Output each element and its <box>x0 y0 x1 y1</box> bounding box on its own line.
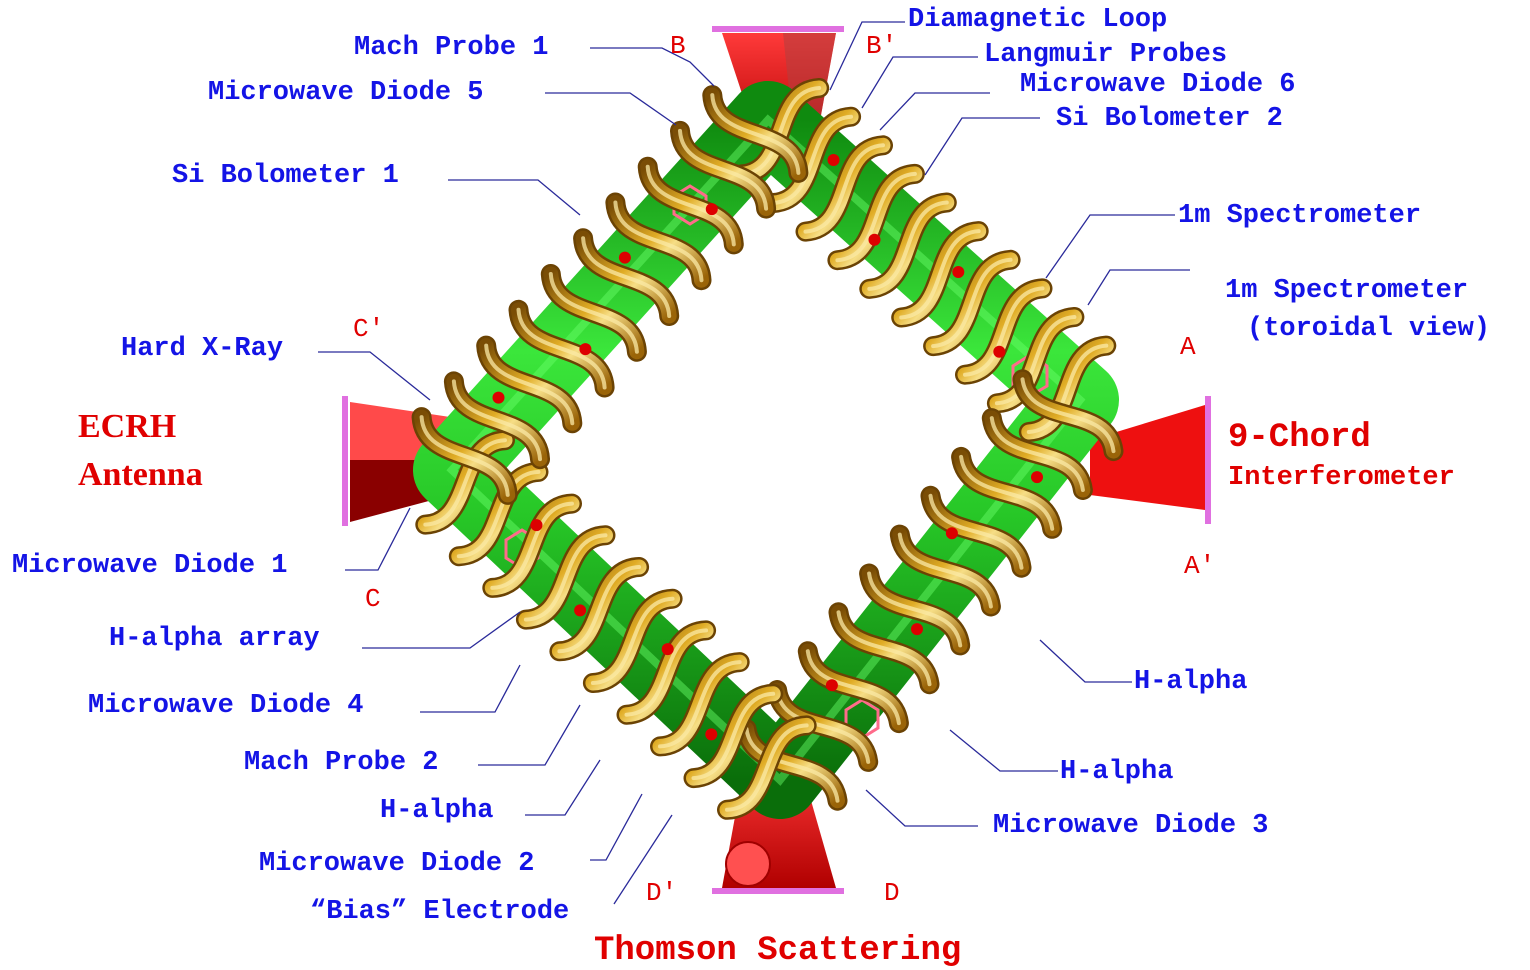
label-diamagnetic-loop: Diamagnetic Loop <box>908 7 1167 34</box>
label-microwave-diode-3: Microwave Diode 3 <box>993 813 1268 840</box>
label-h-alpha-array: H-alpha array <box>109 626 320 653</box>
label-9-chord: 9-Chord <box>1228 421 1371 455</box>
diagnostic-dot-2-1 <box>662 643 674 655</box>
label-si-bolometer-2: Si Bolometer 2 <box>1056 106 1283 133</box>
mark-d-prime: D′ <box>646 880 677 906</box>
label-ecrh: ECRH <box>78 410 176 444</box>
mark-b-prime: B′ <box>866 33 897 59</box>
diagnostic-dot-0-2 <box>952 266 964 278</box>
mark-d: D <box>884 880 900 906</box>
diagnostic-dot-1-2 <box>911 623 923 635</box>
label-microwave-diode-5: Microwave Diode 5 <box>208 80 483 107</box>
label-h-alpha-right-1: H-alpha <box>1134 669 1247 696</box>
diagnostic-dot-1-0 <box>1031 471 1043 483</box>
label-h-alpha-left: H-alpha <box>380 798 493 825</box>
label-bias-electrode: “Bias” Electrode <box>310 899 569 926</box>
diagnostic-dot-1-1 <box>946 527 958 539</box>
diagnostic-dot-2-3 <box>531 519 543 531</box>
label-microwave-diode-2: Microwave Diode 2 <box>259 851 534 878</box>
label-hard-xray: Hard X-Ray <box>121 336 283 363</box>
label-antenna: Antenna <box>78 458 203 492</box>
label-mach-probe-2: Mach Probe 2 <box>244 750 438 777</box>
label-si-bolometer-1: Si Bolometer 1 <box>172 163 399 190</box>
label-microwave-diode-6: Microwave Diode 6 <box>1020 72 1295 99</box>
diagnostic-dot-0-0 <box>828 154 840 166</box>
label-thomson-scattering: Thomson Scattering <box>594 934 961 968</box>
diagnostic-dot-2-0 <box>705 728 717 740</box>
mark-c-prime: C′ <box>353 316 384 342</box>
mark-a: A <box>1180 334 1196 360</box>
diagnostic-dot-0-3 <box>993 346 1005 358</box>
diagnostic-dot-3-0 <box>493 392 505 404</box>
label-toroidal-view: (toroidal view) <box>1247 316 1490 343</box>
label-interferometer: Interferometer <box>1228 465 1455 492</box>
diagnostic-dot-1-3 <box>826 679 838 691</box>
label-1m-spectrometer-toroidal: 1m Spectrometer <box>1225 278 1468 305</box>
mark-b: B <box>670 33 686 59</box>
mark-c: C <box>365 586 381 612</box>
label-mach-probe-1: Mach Probe 1 <box>354 35 548 62</box>
diagnostic-dot-3-3 <box>706 203 718 215</box>
mark-a-prime: A′ <box>1184 553 1215 579</box>
label-langmuir-probes: Langmuir Probes <box>984 42 1227 69</box>
label-microwave-diode-1: Microwave Diode 1 <box>12 553 287 580</box>
label-microwave-diode-4: Microwave Diode 4 <box>88 693 363 720</box>
label-h-alpha-right-2: H-alpha <box>1060 759 1173 786</box>
diagnostic-dot-0-1 <box>869 234 881 246</box>
helical-coils <box>422 88 1114 810</box>
diagnostic-dot-3-2 <box>619 252 631 264</box>
diagnostic-dot-2-2 <box>574 604 586 616</box>
label-1m-spectrometer: 1m Spectrometer <box>1178 203 1421 230</box>
diagnostic-dot-3-1 <box>579 343 591 355</box>
